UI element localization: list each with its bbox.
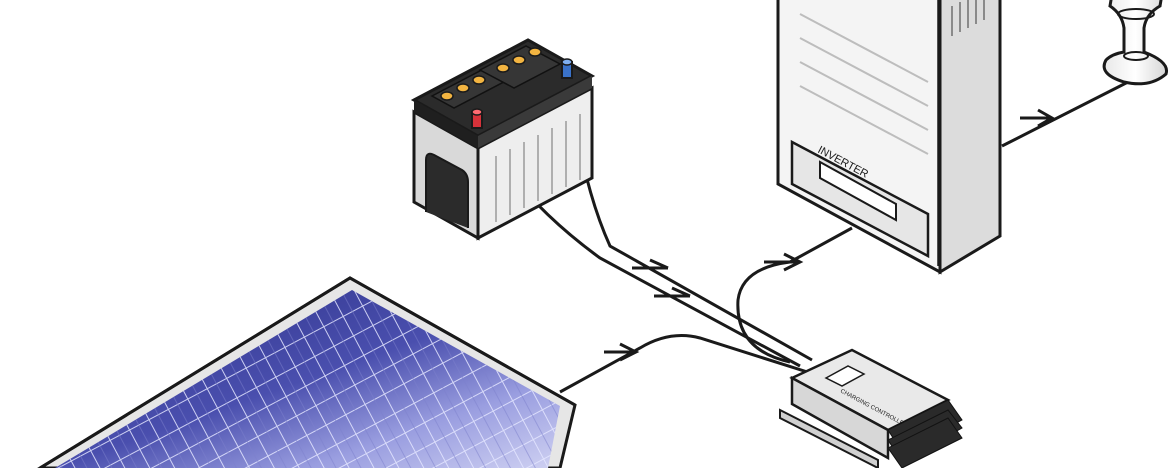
solar-panel-icon (37, 276, 577, 468)
flow-arrow-icon (1020, 108, 1056, 128)
battery-icon (410, 38, 596, 241)
wire-battery-to-controller-2 (566, 69, 813, 362)
heatsink (887, 399, 963, 468)
charge-controller-icon: CHARGING CONTROLLER (779, 348, 963, 468)
flow-arrow-icon (764, 252, 804, 272)
wire-controller-to-inverter (736, 226, 853, 364)
wire-inverter-to-bulb (1001, 78, 1133, 148)
terminal-positive (471, 108, 483, 129)
flow-arrow-icon (654, 286, 691, 298)
light-bulb-icon (1102, 0, 1169, 86)
inverter-icon: INVERTER (776, 0, 1002, 275)
flow-arrow-icon (632, 258, 669, 270)
wire-panel-to-controller (559, 334, 821, 394)
flow-arrows (604, 108, 1056, 362)
flow-arrow-icon (604, 342, 640, 362)
terminal-negative (561, 58, 573, 79)
